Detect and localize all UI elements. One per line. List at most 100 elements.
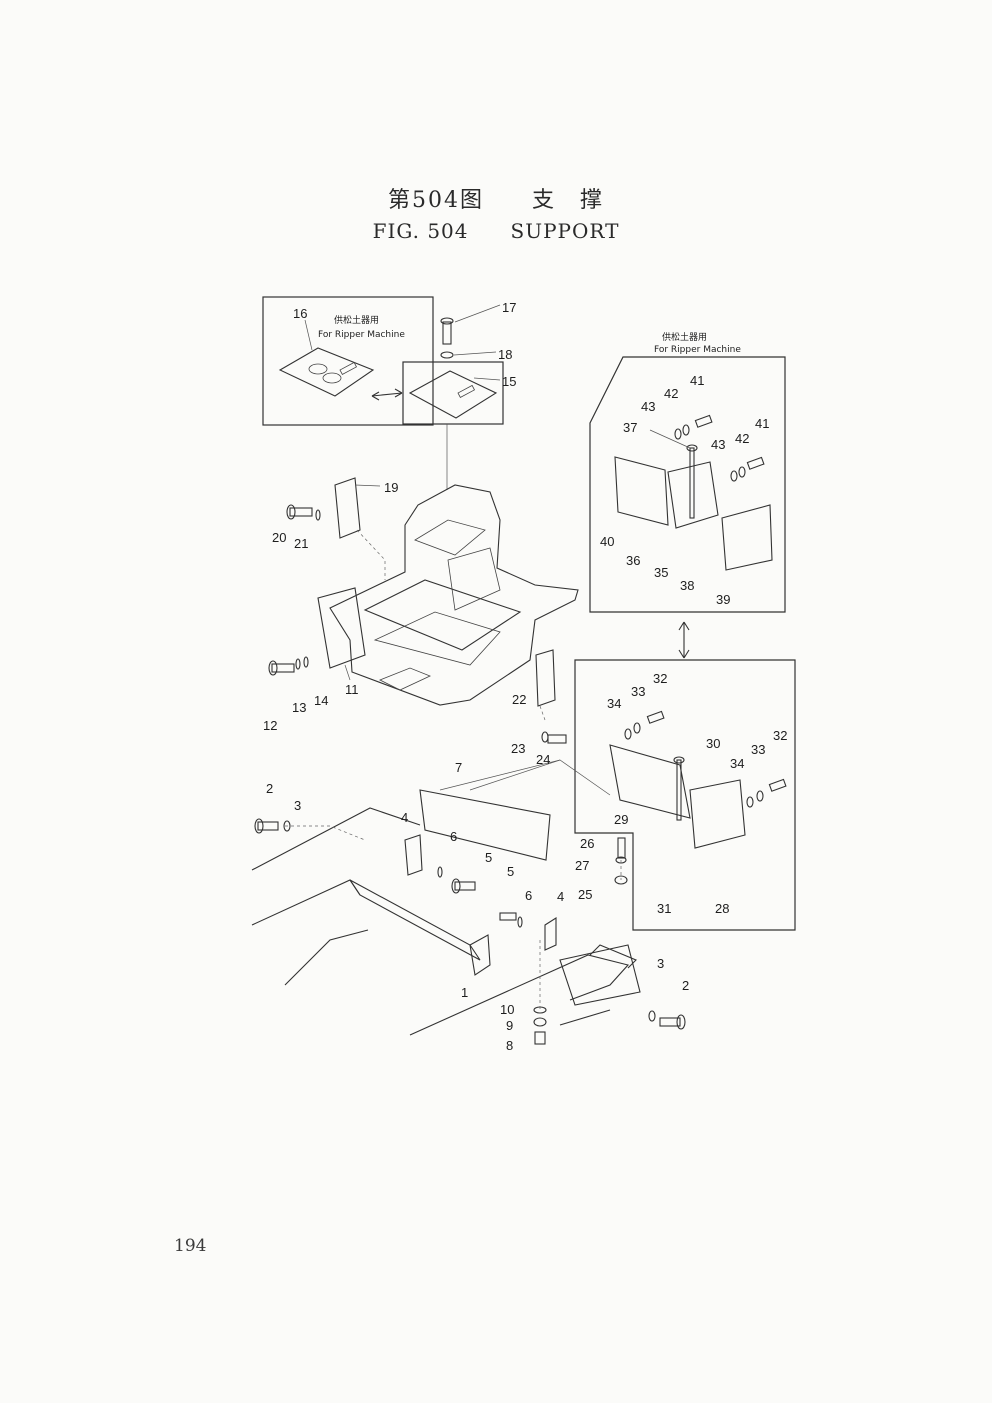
seat-box [447,547,501,611]
callout-28: 28 [715,901,729,916]
bolt-head-2 [254,818,264,834]
inset-frame [402,361,504,425]
callout-25: 25 [578,887,592,902]
figure-title-chinese: 第504图 支 撑 [388,188,604,213]
plate-40 [614,456,669,526]
callout-42-upper: 42 [664,386,678,401]
callout-2-right: 2 [682,978,689,993]
support-beam-1 [349,879,481,961]
bracket-4-left [404,834,423,876]
floor-step [379,667,432,691]
floor-frame-panel [363,579,522,651]
callout-39: 39 [716,592,730,607]
callout-21: 21 [294,536,308,551]
track-frame-left-upper [251,807,421,871]
callout-24: 24 [536,752,550,767]
floor-opening [373,611,501,666]
inset-frame [262,296,434,426]
bolt-5-upper [454,881,476,891]
plate-22 [535,649,556,707]
double-arrow-horizontal [371,388,403,401]
bolt-2-right [659,1017,681,1027]
beam-end-plate [469,934,491,976]
callout-34-left: 34 [607,696,621,711]
callout-29: 29 [614,812,628,827]
washer-9 [533,1017,547,1027]
callout-26: 26 [580,836,594,851]
bracket-28 [689,779,746,849]
callout-4-left: 4 [401,810,408,825]
plate-hole [322,372,342,384]
lower-support-frame [251,759,686,1045]
bolt-head-2 [676,1014,686,1030]
bolt-17 [442,321,452,345]
leader-16 [304,319,313,351]
washer-3-left [283,820,291,832]
leader-15 [473,377,501,381]
washer-13 [295,658,301,670]
washer-42-upper [682,424,690,436]
callout-17: 17 [502,300,516,315]
cross-bar-7 [419,789,551,861]
callout-11: 11 [345,682,359,697]
bolt-12 [271,663,295,673]
bolt-head-5 [451,878,461,894]
seat-opening [414,519,486,556]
callout-9: 9 [506,1018,513,1033]
callout-13: 13 [292,700,306,715]
ripper-note-en: For Ripper Machine [318,330,405,340]
bolt-head-20 [286,504,296,520]
callout-labels: 17 16 18 15 19 20 21 11 12 13 14 22 23 2… [263,300,787,1053]
bolt-8 [534,1031,546,1045]
callout-32-left: 32 [653,671,667,686]
bracket-35 [667,461,719,529]
callout-27: 27 [575,858,589,873]
dash-line [285,825,366,841]
callout-33-right: 33 [751,742,765,757]
callout-5-lower: 5 [507,864,514,879]
washer-33-left [633,722,641,734]
callout-4-right: 4 [557,889,564,904]
inset-lower-bracket [574,659,796,931]
pin-38 [689,447,695,519]
callout-35: 35 [654,565,668,580]
plate-hole [308,363,328,375]
plate-39 [721,504,773,571]
washer-34-right [746,796,754,808]
callout-5-upper: 5 [485,850,492,865]
inset-frame [589,356,786,613]
callout-20: 20 [272,530,286,545]
leader-17 [454,304,501,323]
ripper-note-cn: 供松土器用 [334,314,379,326]
inset-part-16: 供松土器用 For Ripper Machine [262,296,434,426]
nut-25 [614,875,628,885]
callout-36: 36 [626,553,640,568]
callout-34-right: 34 [730,756,744,771]
bracket-right [559,944,641,1006]
track-frame-left-edge [284,929,369,986]
washer-34-left [624,728,632,740]
bolt-20 [289,507,313,517]
callout-40: 40 [600,534,614,549]
callout-43-lower: 43 [711,437,725,452]
callout-33-left: 33 [631,684,645,699]
plate-slot [339,361,358,375]
callout-18: 18 [498,347,512,362]
leader-19 [354,484,381,487]
plate-16 [278,347,375,397]
callout-10: 10 [500,1002,514,1017]
bolt-5-lower [499,912,517,921]
callout-30: 30 [706,736,720,751]
callout-3-left: 3 [294,798,301,813]
inset-frame [574,659,796,931]
arrow-heads [678,621,690,659]
leader-7 [469,759,561,791]
pin-head [673,756,685,764]
bolt-head-12 [268,660,278,676]
bolt-23 [547,734,567,744]
leader-18 [453,351,497,356]
inset-part-15 [402,304,504,490]
arrow-heads [371,388,403,401]
